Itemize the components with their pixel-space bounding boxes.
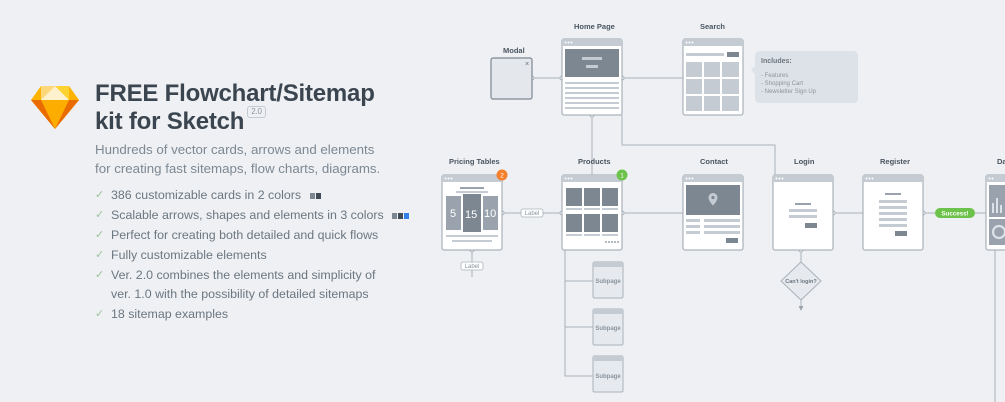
- includes-item: - Shopping Cart: [761, 81, 803, 87]
- login-card[interactable]: [772, 174, 834, 251]
- feature-text-continued: ver. 1.0 with the possibility of detaile…: [111, 287, 369, 301]
- swatch-gray-icon: [309, 193, 315, 199]
- subtitle: Hundreds of vector cards, arrows and ele…: [95, 140, 395, 178]
- swatch-gray-icon: [392, 213, 398, 219]
- pricing-tables-card[interactable]: 5 15 10: [441, 174, 503, 251]
- title-line-2-text: kit for Sketch: [95, 108, 245, 135]
- includes-item: - Newsletter Sign Up: [761, 89, 817, 95]
- checkmark-icon: ✓: [95, 269, 105, 281]
- feature-text: Perfect for creating both detailed and q…: [111, 228, 379, 242]
- feature-item: ✓ Fully customizable elements: [95, 246, 409, 265]
- pricing-badge-count: 2: [500, 173, 504, 180]
- checkmark-icon: ✓: [95, 209, 105, 221]
- products-card[interactable]: [561, 174, 623, 251]
- feature-text: 386 customizable cards in 2 colors: [111, 188, 302, 202]
- success-pill: Success!: [935, 208, 975, 218]
- search-label: Search: [700, 22, 725, 31]
- feature-text: Ver. 2.0 combines the elements and simpl…: [111, 268, 376, 282]
- title-line-1: FREE Flowchart/Sitemap: [95, 80, 375, 107]
- register-card[interactable]: [862, 174, 924, 251]
- connector-lines: [471, 77, 996, 402]
- includes-title: Includes:: [761, 58, 792, 65]
- checkmark-icon: ✓: [95, 308, 105, 320]
- modal-label: Modal: [503, 46, 525, 55]
- color-swatches: [391, 208, 410, 222]
- feature-item: ✓ Ver. 2.0 combines the elements and sim…: [95, 266, 409, 304]
- pricing-tables-label: Pricing Tables: [449, 157, 500, 166]
- contact-label: Contact: [700, 157, 728, 166]
- close-icon: ×: [525, 61, 529, 68]
- modal-card[interactable]: ×: [490, 57, 533, 100]
- bottom-label-text: Label: [465, 264, 480, 270]
- sketch-logo-icon: [31, 86, 79, 129]
- feature-text: 18 sitemap examples: [111, 307, 229, 321]
- feature-item: ✓ 18 sitemap examples: [95, 305, 409, 324]
- dashboard-card[interactable]: [985, 174, 1005, 251]
- decision-label: Can't login?: [785, 279, 817, 285]
- price-value: 5: [450, 208, 456, 220]
- swatch-dark-icon: [398, 213, 404, 219]
- success-label: Success!: [941, 211, 968, 218]
- subpage-label: Subpage: [595, 374, 621, 380]
- feature-item: ✓ Scalable arrows, shapes and elements i…: [95, 206, 410, 225]
- contact-card[interactable]: [682, 174, 744, 251]
- swatch-blue-icon: [404, 213, 410, 219]
- swatch-dark-icon: [315, 193, 321, 199]
- subpage-card[interactable]: Subpage: [592, 355, 624, 393]
- price-value: 10: [484, 208, 496, 220]
- feature-item: ✓ Perfect for creating both detailed and…: [95, 226, 409, 245]
- home-page-label: Home Page: [574, 22, 615, 31]
- products-label: Products: [578, 157, 611, 166]
- version-badge: 2.0: [247, 106, 266, 118]
- arrow-label-text: Label: [525, 211, 540, 217]
- map-pin-icon: [708, 193, 718, 206]
- login-label: Login: [794, 157, 815, 166]
- dashboard-label: Da: [997, 157, 1005, 166]
- decision-diamond[interactable]: Can't login?: [780, 261, 822, 301]
- feature-text: Fully customizable elements: [111, 248, 267, 262]
- checkmark-icon: ✓: [95, 189, 105, 201]
- subtitle-line-1: Hundreds of vector cards, arrows and ele…: [95, 142, 375, 157]
- includes-item: - Features: [761, 73, 788, 79]
- subpage-label: Subpage: [595, 326, 621, 332]
- includes-note: Includes: - Features - Shopping Cart - N…: [751, 51, 858, 103]
- pricing-badge: 2: [496, 169, 508, 181]
- price-value: 15: [465, 209, 477, 221]
- bottom-label-tag: Label: [460, 261, 484, 271]
- home-page-card[interactable]: [561, 38, 623, 116]
- checkmark-icon: ✓: [95, 249, 105, 261]
- subpage-card[interactable]: Subpage: [592, 308, 624, 346]
- subpage-card[interactable]: Subpage: [592, 261, 624, 299]
- search-card[interactable]: [682, 38, 744, 116]
- feature-list: ✓ 386 customizable cards in 2 colors ✓ S…: [95, 186, 410, 325]
- color-swatches: [309, 188, 321, 202]
- feature-item: ✓ 386 customizable cards in 2 colors: [95, 186, 409, 205]
- products-badge: 1: [616, 169, 628, 181]
- checkmark-icon: ✓: [95, 229, 105, 241]
- register-label: Register: [880, 157, 910, 166]
- subpage-label: Subpage: [595, 279, 621, 285]
- subtitle-line-2: for creating fast sitemaps, flow charts,…: [95, 161, 381, 176]
- feature-text: Scalable arrows, shapes and elements in …: [111, 208, 384, 222]
- donut-chart-icon: [991, 224, 1005, 240]
- arrow-label-tag: Label: [520, 208, 544, 218]
- products-badge-count: 1: [620, 173, 624, 180]
